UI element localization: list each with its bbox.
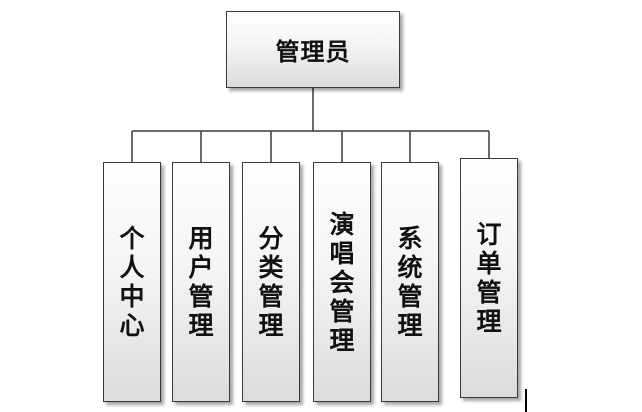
child-node-user-management: 用 户 管 理 bbox=[172, 162, 230, 402]
child-node-category-management: 分 类 管 理 bbox=[242, 162, 300, 402]
child-node-order-management: 订 单 管 理 bbox=[460, 158, 518, 398]
child-node-system-management: 系 统 管 理 bbox=[381, 162, 439, 402]
child-node-personal-center: 个 人 中 心 bbox=[103, 162, 161, 402]
edge-mark-line bbox=[525, 389, 527, 412]
root-node-admin: 管理员 bbox=[226, 11, 400, 88]
child-node-concert-management: 演 唱 会 管 理 bbox=[313, 162, 371, 402]
root-node-label: 管理员 bbox=[275, 38, 351, 66]
